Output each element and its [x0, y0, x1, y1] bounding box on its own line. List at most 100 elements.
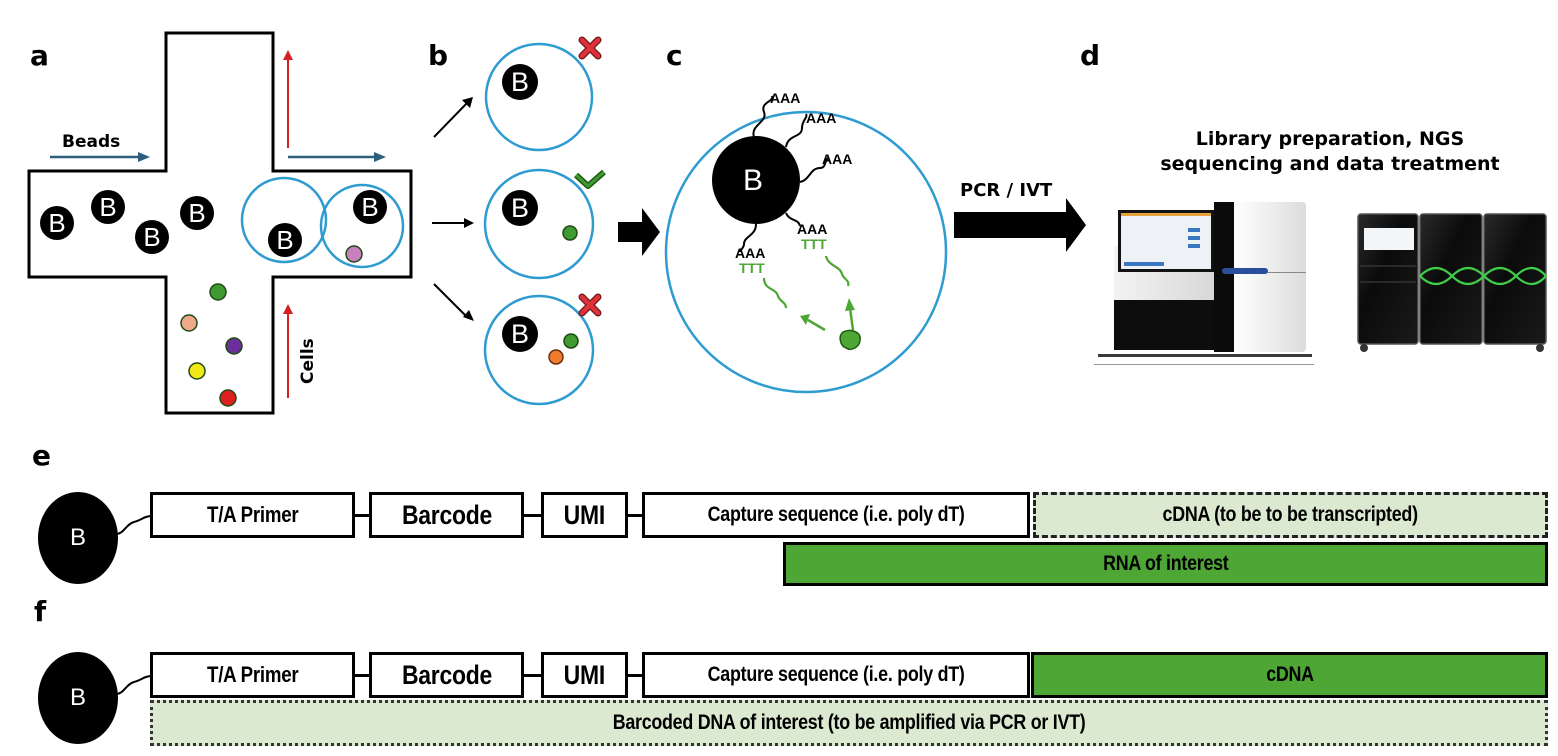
segment-cdna-to-transcribe: cDNA (to be to be transcripted) [1033, 492, 1548, 538]
sequencer-screen [1121, 213, 1211, 269]
oligo-strand [785, 212, 801, 227]
cell-yellow [188, 362, 206, 380]
cells-flow-arrow [283, 304, 293, 398]
bead: B [353, 190, 387, 224]
rna-of-interest-bar: RNA of interest [783, 542, 1548, 586]
bead: B [91, 190, 125, 224]
bead-large [712, 136, 800, 224]
bead: B [268, 223, 302, 257]
arrow-to-middle-droplet [432, 218, 474, 228]
sequencer-illustration-2 [1357, 213, 1547, 352]
output-flow-arrow [288, 152, 386, 162]
segment-link [355, 674, 369, 677]
lysed-cell [839, 329, 861, 351]
segment-link [355, 514, 369, 517]
oligo-strand [799, 157, 829, 183]
panel-label-c: c [666, 39, 683, 72]
sequencer-door [1234, 202, 1306, 352]
segment-capture-sequence: Capture sequence (i.e. poly dT) [642, 492, 1030, 538]
sequencer-touchscreen [1364, 228, 1414, 250]
polya-label: AAA [770, 90, 801, 106]
check-icon [573, 169, 606, 189]
beads-label: Beads [62, 132, 121, 152]
bead-letter: B [743, 164, 764, 197]
cell-green [209, 283, 227, 301]
segment-link [524, 674, 541, 677]
sequencer-module [1483, 213, 1547, 345]
bead: B [502, 316, 538, 352]
segment-umi: UMI [541, 652, 628, 698]
polya-label: AAA [797, 221, 828, 237]
release-arrow [845, 298, 855, 331]
droplet-selection-diagram [432, 36, 660, 406]
bead: B [38, 652, 118, 744]
sequencer-illustration-1 [1094, 202, 1314, 365]
cell-red [219, 389, 237, 407]
polya-label: AAA [806, 110, 837, 126]
oil-flow-arrow-top [283, 50, 293, 148]
mrna-strand [762, 277, 788, 309]
bead: B [40, 206, 74, 240]
polya-label: AAA [735, 245, 766, 261]
cell-purple [225, 337, 243, 355]
droplet-bottom [483, 294, 595, 406]
panel-label-f: f [34, 595, 47, 628]
segment-capture-sequence: Capture sequence (i.e. poly dT) [642, 652, 1030, 698]
mrna-strand [824, 255, 850, 287]
bead: B [502, 64, 538, 100]
droplet-bead-cell [319, 183, 405, 269]
arrow-to-bottom-droplet [433, 283, 474, 321]
droplet [664, 110, 948, 394]
segment-link [628, 674, 642, 677]
segment-cdna: cDNA [1031, 652, 1548, 698]
beads-flow-arrow [50, 152, 150, 162]
panel-label-a: a [30, 39, 49, 72]
cross-icon [578, 293, 602, 317]
oligo-strand [752, 95, 774, 138]
bead: B [180, 196, 214, 230]
polyt-label: TTT [739, 260, 765, 276]
segment-barcode: Barcode [369, 492, 524, 538]
segment-ta-primer: T/A Primer [150, 492, 355, 538]
cell-pink [345, 245, 363, 263]
sequencing-title-line2: sequencing and data treatment [1160, 153, 1500, 175]
bead-linker [115, 675, 153, 695]
panel-label-e: e [32, 439, 51, 472]
droplet-empty-bead [240, 176, 328, 264]
cell-orange [548, 349, 564, 365]
release-arrow [800, 314, 826, 332]
segment-umi: UMI [541, 492, 628, 538]
oligo-strand [739, 223, 757, 253]
sequencer-drawer [1114, 300, 1216, 350]
cell-green [563, 333, 579, 349]
bead: B [38, 492, 118, 584]
sequencing-title-line1: Library preparation, NGS [1195, 128, 1465, 150]
microfluidic-chip-diagram [27, 31, 413, 415]
barcoded-dna-bar: Barcoded DNA of interest (to be amplifie… [150, 700, 1548, 746]
cross-channel [27, 31, 413, 415]
sequencing-title: Library preparation, NGS sequencing and … [1130, 127, 1530, 177]
sequencer-light-bar [1222, 268, 1268, 274]
polya-label: AAA [822, 151, 853, 167]
bead-capture-diagram [664, 95, 1086, 394]
panel-label-d: d [1080, 39, 1101, 72]
panel-label-b: b [428, 39, 449, 72]
oligo-strand [785, 113, 808, 148]
segment-ta-primer: T/A Primer [150, 652, 355, 698]
pcr-ivt-arrow [954, 198, 1086, 252]
droplet-middle [483, 168, 595, 280]
sequencer-module [1419, 213, 1483, 345]
segment-barcode: Barcode [369, 652, 524, 698]
arrow-to-top-droplet [433, 97, 473, 138]
cell-peach [180, 314, 198, 332]
polyt-label: TTT [801, 236, 827, 252]
bead-linker [115, 515, 153, 535]
bead: B [135, 220, 169, 254]
cell-green [562, 225, 578, 241]
cells-label: Cells [298, 338, 318, 384]
segment-link [524, 514, 541, 517]
pcr-ivt-label: PCR / IVT [960, 180, 1053, 201]
sequencer-pillar [1214, 202, 1234, 352]
segment-link [628, 514, 642, 517]
droplet-top [484, 42, 594, 152]
